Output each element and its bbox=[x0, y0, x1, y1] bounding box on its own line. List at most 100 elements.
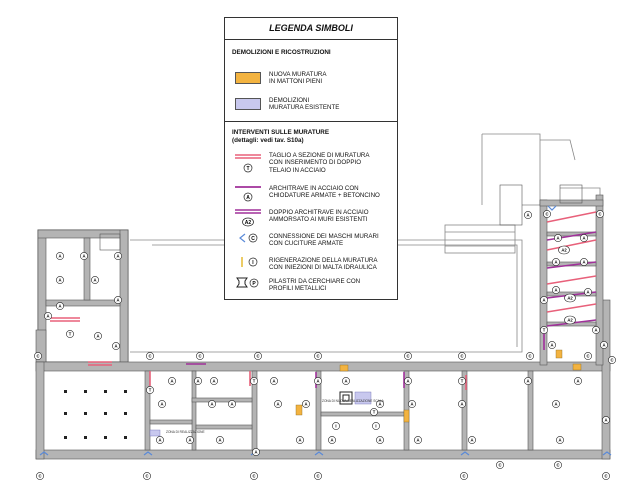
marker-a: A bbox=[468, 436, 476, 444]
marker-c: C bbox=[196, 352, 204, 360]
marker-a: A bbox=[194, 377, 202, 385]
marker-a: A bbox=[600, 341, 608, 349]
svg-text:A: A bbox=[594, 328, 597, 333]
connection-symbol: C bbox=[239, 233, 258, 243]
marker-a: A bbox=[552, 258, 560, 266]
legend-item-regeneration: I RIGENERAZIONE DELLA MURATURA CON INIEZ… bbox=[225, 255, 397, 277]
svg-text:A: A bbox=[96, 334, 99, 339]
svg-text:C: C bbox=[460, 354, 463, 359]
svg-text:A: A bbox=[602, 343, 605, 348]
svg-text:A: A bbox=[116, 298, 119, 303]
marker-a: A bbox=[414, 436, 422, 444]
marker-i: I bbox=[332, 422, 340, 430]
legend-label: PROFILI METALLICI bbox=[269, 285, 327, 293]
svg-text:A: A bbox=[212, 379, 215, 384]
marker-a: A bbox=[328, 436, 336, 444]
marker-a: A bbox=[210, 377, 218, 385]
marker-a: A bbox=[592, 326, 600, 334]
svg-text:C: C bbox=[256, 354, 259, 359]
legend-label: CONNESSIONE DEI MASCHI MURARI bbox=[269, 233, 379, 240]
svg-text:A: A bbox=[330, 438, 333, 443]
marker-t: T bbox=[370, 408, 378, 416]
marker-a: A bbox=[44, 312, 52, 320]
cut-symbol: T bbox=[235, 154, 261, 173]
marker-c: C bbox=[496, 461, 504, 469]
marker-c: C bbox=[596, 210, 604, 218]
svg-text:A: A bbox=[344, 379, 347, 384]
marker-i: I bbox=[372, 422, 380, 430]
svg-text:T: T bbox=[69, 332, 72, 337]
marker-c: C bbox=[458, 352, 466, 360]
legend-label: PILASTRI DA CERCHIARE CON bbox=[269, 278, 361, 285]
legend-title: LEGENDA SIMBOLI bbox=[225, 18, 397, 40]
svg-text:A2: A2 bbox=[561, 248, 567, 253]
svg-text:A: A bbox=[526, 379, 529, 384]
svg-text:C: C bbox=[556, 463, 559, 468]
marker-a: A bbox=[296, 436, 304, 444]
marker-a2: A2 bbox=[564, 293, 576, 303]
svg-text:A2: A2 bbox=[567, 296, 573, 301]
legend-label: DOPPIO ARCHITRAVE IN ACCIAIO bbox=[269, 209, 369, 216]
svg-text:A: A bbox=[554, 288, 557, 293]
svg-text:A: A bbox=[276, 402, 279, 407]
svg-text:A: A bbox=[254, 450, 257, 455]
svg-text:A: A bbox=[416, 438, 419, 443]
svg-text:C: C bbox=[251, 236, 255, 242]
marker-c: C bbox=[250, 472, 258, 480]
svg-text:T: T bbox=[461, 379, 464, 384]
svg-text:C: C bbox=[610, 358, 613, 363]
marker-a: A bbox=[580, 258, 588, 266]
marker-a: A bbox=[548, 341, 556, 349]
marker-a: A bbox=[302, 400, 310, 408]
svg-text:P: P bbox=[252, 281, 256, 287]
marker-c: C bbox=[584, 352, 592, 360]
marker-a: A bbox=[208, 400, 216, 408]
marker-a: A bbox=[376, 400, 384, 408]
marker-a: A bbox=[114, 252, 122, 260]
svg-text:A: A bbox=[460, 402, 463, 407]
marker-a: A bbox=[158, 400, 166, 408]
svg-text:A: A bbox=[470, 438, 473, 443]
svg-text:A: A bbox=[58, 278, 61, 283]
lintel-symbol: A bbox=[235, 186, 261, 202]
marker-a: A bbox=[56, 302, 64, 310]
svg-text:C: C bbox=[545, 212, 548, 217]
marker-a: A bbox=[556, 436, 564, 444]
legend-label: RIGENERAZIONE DELLA MURATURA bbox=[269, 257, 378, 264]
svg-text:A: A bbox=[116, 254, 119, 259]
pillar-symbol: P bbox=[236, 277, 259, 288]
legend-item-connection: C CONNESSIONE DEI MASCHI MURARI CON CUCI… bbox=[225, 231, 397, 253]
marker-t: T bbox=[66, 330, 74, 338]
svg-text:A: A bbox=[406, 379, 409, 384]
marker-t: T bbox=[146, 386, 154, 394]
legend-label: CON CUCITURE ARMATE bbox=[269, 240, 344, 248]
marker-a: A bbox=[168, 377, 176, 385]
demolition-zones bbox=[149, 391, 372, 437]
svg-text:A: A bbox=[298, 438, 301, 443]
marker-c: C bbox=[404, 352, 412, 360]
svg-text:T: T bbox=[149, 388, 152, 393]
svg-text:A2: A2 bbox=[567, 318, 573, 323]
svg-text:A: A bbox=[58, 304, 61, 309]
cut-lines bbox=[50, 211, 597, 390]
svg-text:T: T bbox=[246, 166, 249, 172]
svg-text:C: C bbox=[462, 474, 465, 479]
demolition-swatch bbox=[235, 98, 261, 110]
marker-a: A bbox=[408, 400, 416, 408]
legend-label: CON INIEZIONI DI MALTA IDRAULICA bbox=[269, 264, 377, 272]
marker-a: A bbox=[584, 288, 592, 296]
svg-text:A: A bbox=[558, 438, 561, 443]
marker-a: A bbox=[524, 377, 532, 385]
marker-a: A bbox=[270, 377, 278, 385]
new-masonry-zones bbox=[295, 349, 582, 423]
marker-c: C bbox=[608, 356, 616, 364]
svg-text:A: A bbox=[210, 402, 213, 407]
svg-text:A: A bbox=[378, 402, 381, 407]
marker-c: C bbox=[314, 352, 322, 360]
legend-label: CHIODATURE ARMATE + BETONCINO bbox=[269, 192, 380, 200]
marker-a2: A2 bbox=[558, 245, 570, 255]
svg-text:A2: A2 bbox=[245, 220, 252, 226]
legend-label: MURATURA ESISTENTE bbox=[269, 104, 340, 112]
left-building bbox=[35, 229, 129, 363]
legend-label: IN MATTONI PIENI bbox=[269, 78, 323, 86]
